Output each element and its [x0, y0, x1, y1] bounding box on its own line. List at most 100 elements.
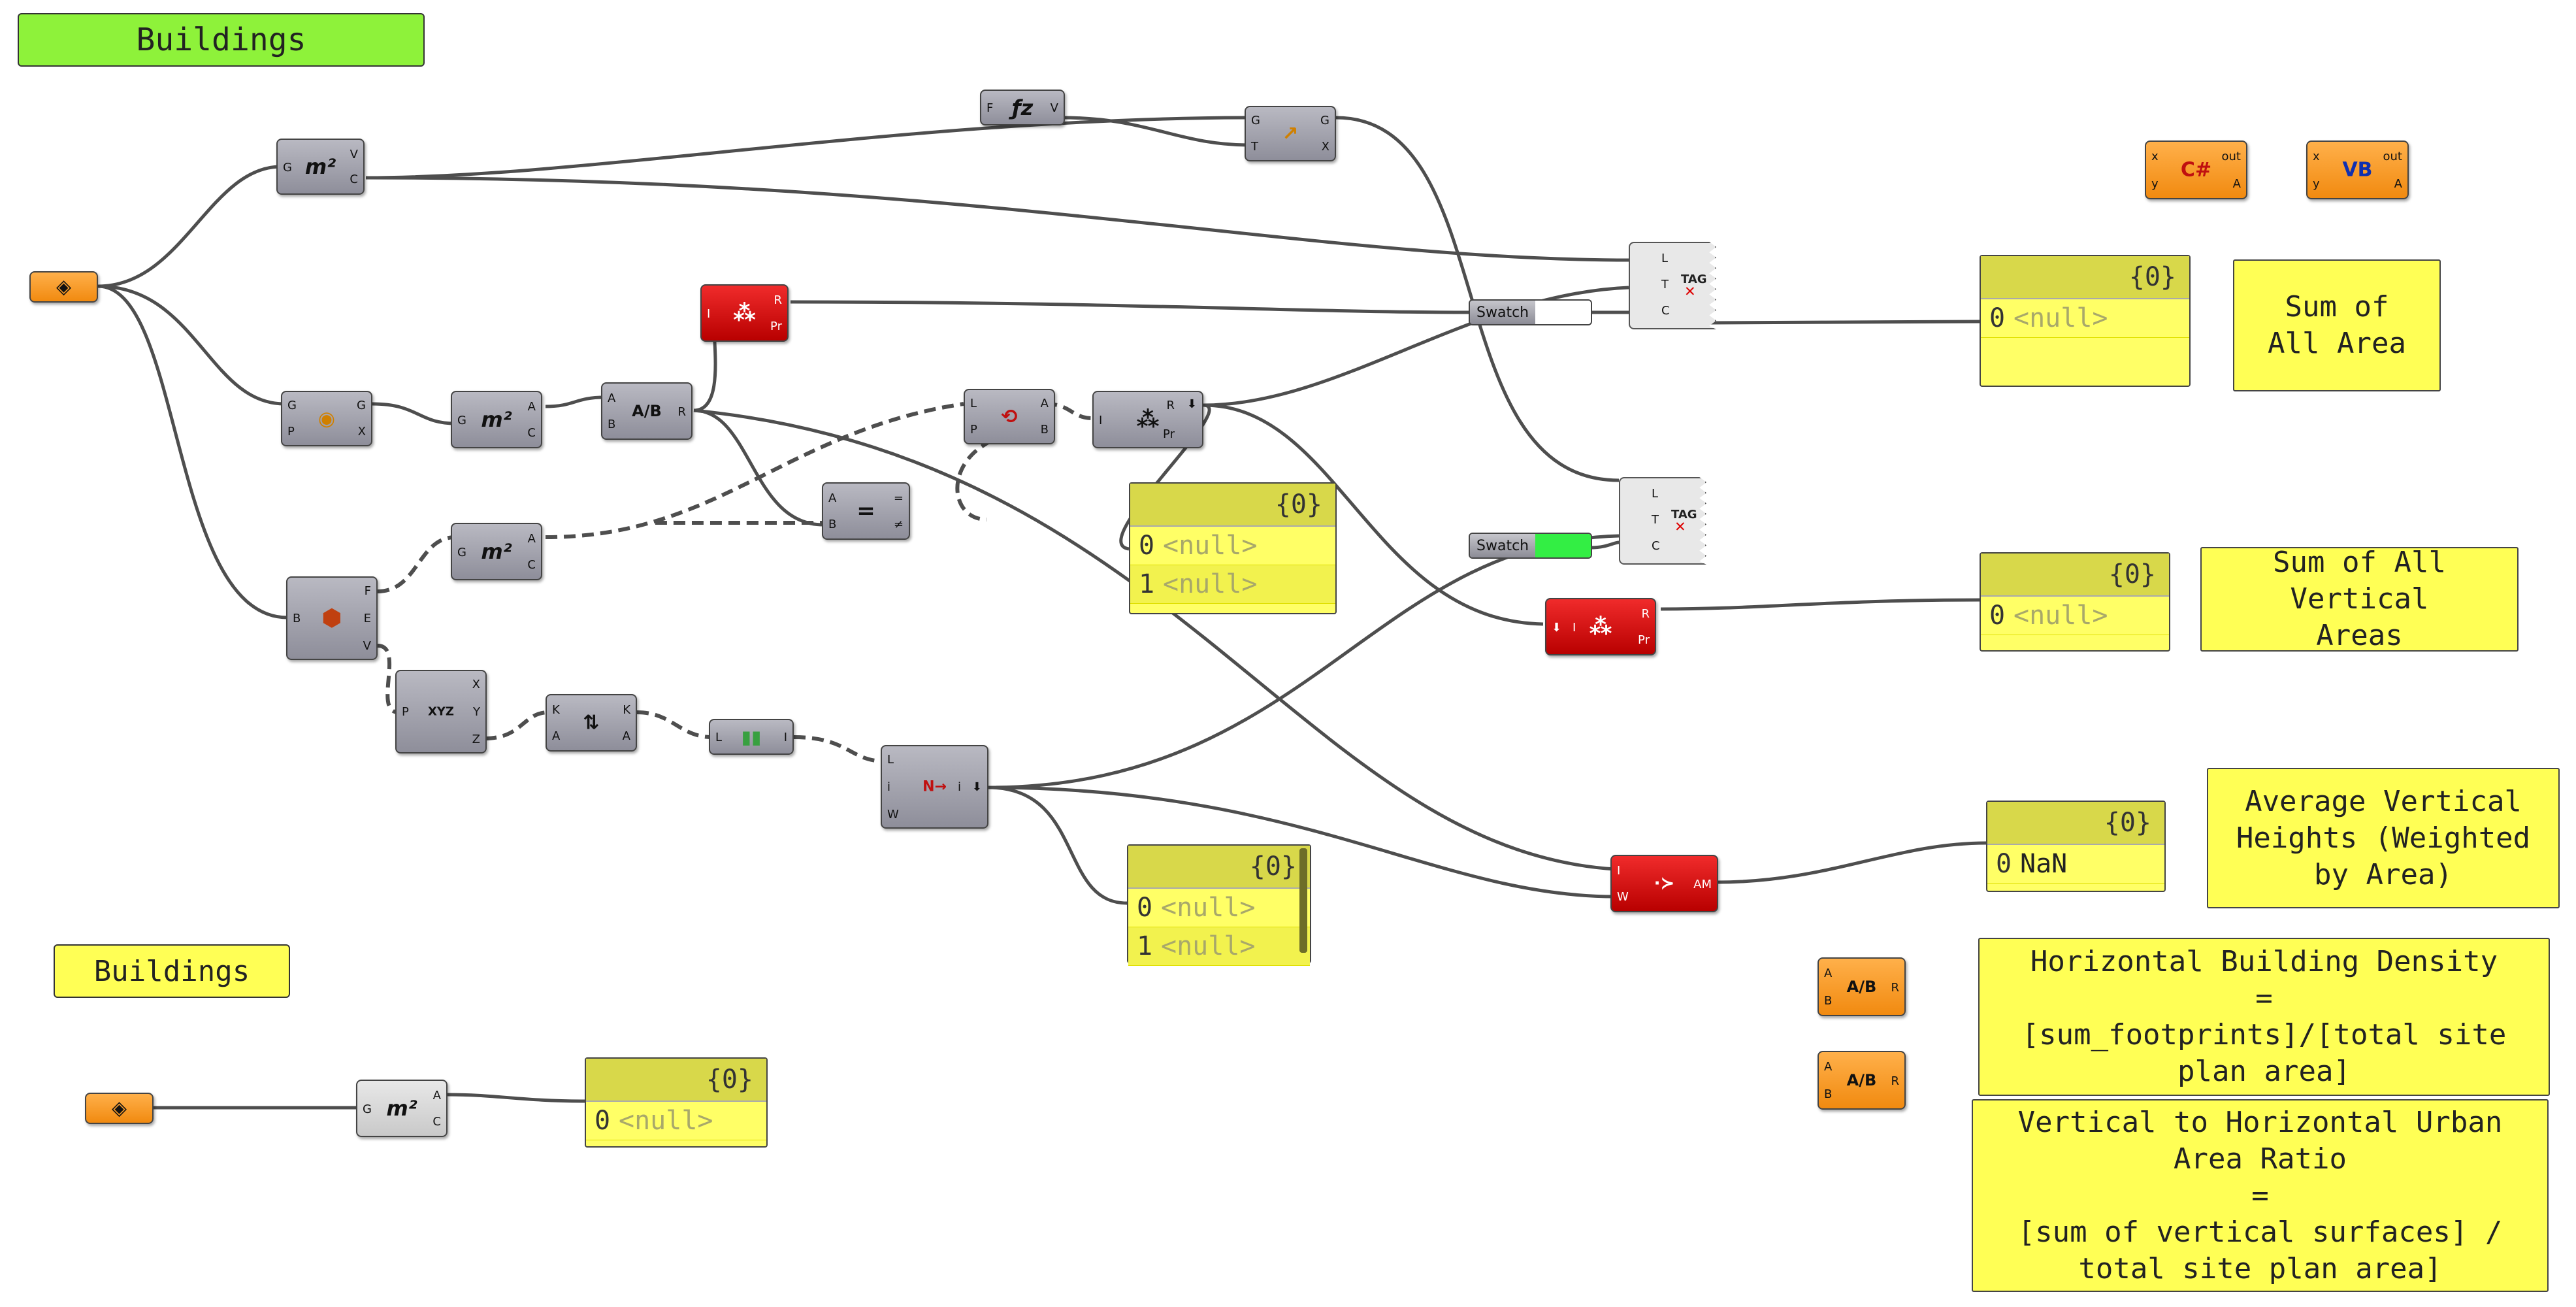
input-w[interactable]: W — [887, 808, 899, 821]
output-r[interactable]: R — [1891, 1074, 1899, 1088]
output-r[interactable]: R — [677, 405, 686, 419]
input-g[interactable]: G — [1251, 114, 1260, 127]
area-component[interactable]: G m² A C — [451, 391, 542, 448]
area-component[interactable]: G m² A C — [451, 523, 542, 580]
division-component[interactable]: A B A/B R — [1818, 957, 1906, 1016]
output-a[interactable]: A — [432, 1089, 441, 1102]
output-not-equal[interactable]: ≠ — [893, 518, 904, 531]
output-e[interactable]: E — [363, 612, 371, 625]
input-y[interactable]: y — [2151, 177, 2159, 191]
colour-swatch[interactable]: Swatch — [1469, 533, 1592, 559]
note-horizontal-building-density[interactable]: Horizontal Building Density = [sum_footp… — [1978, 938, 2550, 1096]
output-a[interactable]: A — [1040, 397, 1049, 410]
output-z[interactable]: Z — [472, 733, 480, 746]
input-l[interactable]: L — [715, 731, 723, 744]
input-w[interactable]: W — [1617, 890, 1629, 904]
output-r[interactable]: R — [774, 293, 782, 307]
output-c[interactable]: C — [350, 173, 358, 186]
input-g[interactable]: G — [457, 546, 466, 559]
brep-param[interactable]: ◈ — [29, 271, 98, 303]
input-i[interactable]: i — [887, 780, 891, 794]
vb-script-component[interactable]: x y VB out A — [2306, 141, 2409, 199]
brep-param-secondary[interactable]: ◈ — [85, 1093, 154, 1124]
output-a[interactable]: A — [2232, 177, 2241, 191]
input-g[interactable]: G — [287, 399, 297, 412]
input-b[interactable]: B — [1824, 1087, 1833, 1101]
input-c[interactable]: C — [1661, 304, 1670, 318]
input-t[interactable]: T — [1251, 140, 1258, 154]
area-component[interactable]: G m² V C — [276, 139, 365, 195]
input-b[interactable]: B — [608, 418, 616, 431]
input-a[interactable]: A — [1824, 967, 1833, 980]
output-c[interactable]: C — [527, 558, 536, 572]
function-component[interactable]: F ƒz V — [980, 90, 1065, 125]
note-vertical-horizontal-ratio[interactable]: Vertical to Horizontal Urban Area Ratio … — [1972, 1099, 2549, 1292]
output-am[interactable]: AM — [1693, 878, 1712, 891]
input-b[interactable]: B — [293, 612, 301, 625]
flatten-icon[interactable]: ⬇ — [1186, 397, 1197, 411]
output-y[interactable]: Y — [473, 705, 480, 719]
output-g[interactable]: G — [357, 399, 366, 412]
input-i[interactable]: I — [1099, 414, 1103, 427]
input-a[interactable]: A — [828, 491, 837, 505]
output-panel[interactable]: {0} 0 <null> — [585, 1057, 768, 1148]
find-domain-component[interactable]: L i W N→ i ⬇ — [881, 745, 988, 829]
output-r[interactable]: R — [1166, 399, 1175, 412]
panel-scrollbar[interactable] — [1299, 848, 1307, 953]
input-l[interactable]: L — [1652, 487, 1659, 501]
graft-icon[interactable]: ⬇ — [971, 780, 982, 794]
input-b[interactable]: B — [828, 518, 837, 531]
output-x[interactable]: X — [472, 678, 480, 691]
input-t[interactable]: T — [1652, 513, 1659, 527]
input-l[interactable]: L — [970, 397, 977, 410]
output-c[interactable]: C — [432, 1115, 441, 1129]
input-x[interactable]: x — [2151, 150, 2159, 163]
average-component[interactable]: I W ·≻ AM — [1610, 855, 1718, 912]
input-i[interactable]: I — [1573, 621, 1576, 635]
deconstruct-point-component[interactable]: P XYZ X Y Z — [395, 670, 487, 753]
mass-addition-component[interactable]: I ⁂ R Pr — [700, 284, 789, 342]
output-v[interactable]: V — [350, 148, 358, 161]
output-pr[interactable]: Pr — [1638, 633, 1650, 647]
deconstruct-brep-component[interactable]: B ⬢ F E V — [286, 576, 378, 660]
output-equal[interactable]: = — [893, 491, 904, 505]
output-g[interactable]: G — [1320, 114, 1329, 127]
mass-addition-component[interactable]: ⬇ I ⁂ R Pr — [1545, 598, 1656, 655]
input-c[interactable]: C — [1652, 539, 1660, 553]
output-x[interactable]: X — [1321, 140, 1329, 154]
project-component[interactable]: G P ◉ G X — [281, 391, 372, 446]
output-a[interactable]: A — [622, 729, 630, 743]
colour-swatch[interactable]: Swatch — [1469, 299, 1592, 325]
output-i[interactable]: i — [957, 780, 961, 794]
input-y[interactable]: y — [2313, 177, 2320, 191]
input-a[interactable]: A — [608, 391, 616, 405]
output-panel[interactable]: {0} 0 NaN — [1986, 801, 2166, 892]
output-panel[interactable]: {0} 0 <null> — [1980, 552, 2170, 652]
output-k[interactable]: K — [623, 703, 630, 717]
area-component[interactable]: G m² A C — [356, 1080, 448, 1137]
dispatch-component[interactable]: L P ⟲ A B — [964, 389, 1055, 444]
input-a[interactable]: A — [1824, 1060, 1833, 1074]
input-p[interactable]: P — [402, 705, 409, 719]
output-x[interactable]: X — [357, 425, 366, 438]
text-tag-component[interactable]: L T C TAG ✕ — [1619, 477, 1706, 565]
input-g[interactable]: G — [283, 161, 292, 174]
output-panel[interactable]: {0} 0 <null> 1 <null> — [1129, 482, 1337, 614]
output-c[interactable]: C — [527, 426, 536, 440]
swatch-colour[interactable] — [1535, 301, 1591, 324]
sort-list-component[interactable]: K A ⇅ K A — [546, 694, 637, 752]
output-a[interactable]: A — [2394, 177, 2402, 191]
note-average-vertical-heights[interactable]: Average Vertical Heights (Weighted by Ar… — [2207, 768, 2560, 908]
output-r[interactable]: R — [1891, 981, 1899, 995]
text-tag-component[interactable]: L T C TAG ✕ — [1629, 242, 1716, 329]
swatch-colour[interactable] — [1535, 534, 1591, 557]
output-panel[interactable]: {0} 0 <null> — [1980, 255, 2191, 387]
equality-component[interactable]: A B = = ≠ — [822, 482, 910, 540]
input-i[interactable]: I — [1617, 864, 1621, 878]
flatten-icon[interactable]: ⬇ — [1552, 621, 1562, 635]
input-i[interactable]: I — [707, 307, 711, 321]
output-b[interactable]: B — [1040, 423, 1049, 437]
input-k[interactable]: K — [552, 703, 560, 717]
csharp-script-component[interactable]: x y C# out A — [2145, 141, 2247, 199]
